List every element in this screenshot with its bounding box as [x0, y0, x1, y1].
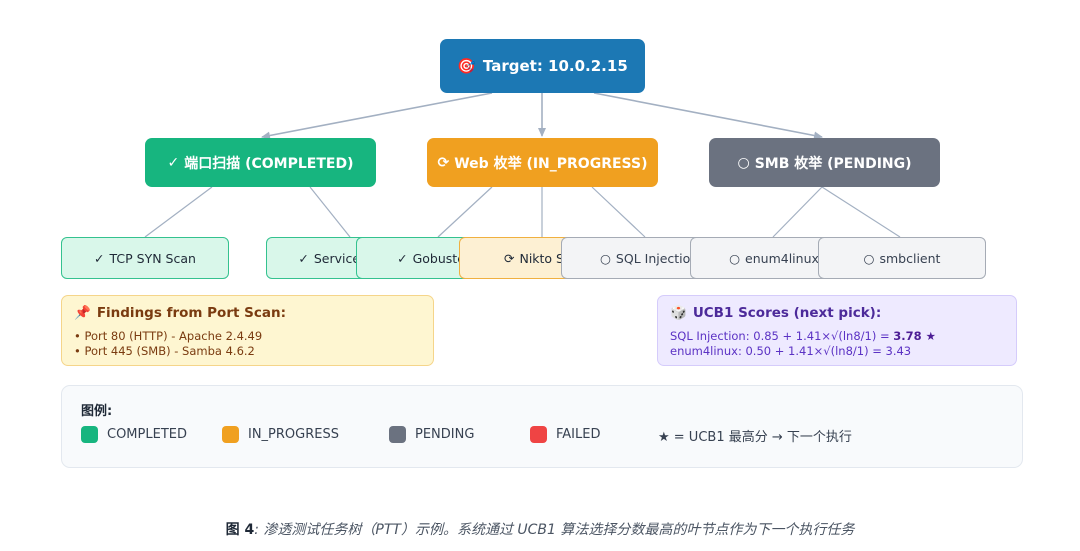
circle-icon: ○ — [863, 250, 875, 266]
legend-note: ★ = UCB1 最高分 → 下一个执行 — [658, 430, 852, 445]
circle-icon: ○ — [729, 250, 741, 266]
leaf-label: TCP SYN Scan — [109, 250, 196, 266]
leaf-label: smbclient — [879, 250, 941, 266]
root-node-label: Target: 10.0.2.15 — [482, 57, 628, 75]
leaf-label: enum4linux — [745, 250, 819, 266]
edge-port-leaf2 — [309, 186, 351, 238]
check-icon: ✓ — [298, 250, 309, 266]
legend-item-in-progress: IN_PROGRESS — [222, 426, 339, 443]
node-port-scan[interactable]: ✓ 端口扫描 (COMPLETED) — [145, 138, 376, 187]
node-smb-enum-label: SMB 枚举 (PENDING) — [754, 155, 912, 172]
figure-number: 图 4 — [225, 522, 255, 538]
pin-icon: 📌 — [74, 305, 91, 321]
legend-swatch — [389, 426, 406, 443]
ucb-score-sql: SQL Injection: 0.85 + 1.41×√(ln8/1) = 3.… — [670, 329, 936, 343]
findings-title: 📌Findings from Port Scan: — [74, 305, 286, 321]
legend-swatch — [81, 426, 98, 443]
finding-item: • Port 445 (SMB) - Samba 4.6.2 — [74, 344, 255, 358]
figure-caption-text: : 渗透测试任务树（PTT）示例。系统通过 UCB1 算法选择分数最高的叶节点作… — [254, 522, 855, 538]
node-port-scan-label: 端口扫描 (COMPLETED) — [184, 155, 354, 172]
target-icon: 🎯 — [457, 57, 476, 75]
ucb-best-score: 3.78 ★ — [893, 329, 936, 343]
legend-swatch — [222, 426, 239, 443]
edge-smb-leaf6 — [772, 186, 823, 238]
edge-web-leaf3 — [437, 186, 493, 238]
legend-item-pending: PENDING — [389, 426, 474, 443]
finding-item: • Port 80 (HTTP) - Apache 2.4.49 — [74, 329, 263, 343]
circle-icon: ○ — [737, 154, 750, 171]
refresh-icon: ⟳ — [503, 250, 515, 266]
legend-panel: 图例: COMPLETED IN_PROGRESS PENDING FAILED… — [61, 385, 1023, 468]
ucb-title: 🎲UCB1 Scores (next pick): — [670, 305, 882, 321]
edge-web-leaf5 — [591, 186, 646, 238]
edge-root-port — [261, 92, 493, 140]
legend-title: 图例: — [81, 404, 113, 419]
leaf-smbclient[interactable]: ○ smbclient — [818, 237, 986, 279]
leaf-tcp-syn-scan[interactable]: ✓ TCP SYN Scan — [61, 237, 229, 279]
edge-smb-leaf7 — [821, 186, 901, 238]
leaf-label: SQL Injection — [615, 250, 699, 266]
check-icon: ✓ — [94, 250, 105, 266]
legend-item-completed: COMPLETED — [81, 426, 187, 443]
node-web-enum-label: Web 枚举 (IN_PROGRESS) — [454, 155, 648, 172]
ucb-scores-panel: 🎲UCB1 Scores (next pick): SQL Injection:… — [657, 295, 1017, 366]
legend-item-failed: FAILED — [530, 426, 600, 443]
node-web-enum[interactable]: ⟳ Web 枚举 (IN_PROGRESS) — [427, 138, 658, 187]
check-icon: ✓ — [397, 250, 408, 266]
findings-panel: 📌Findings from Port Scan: • Port 80 (HTT… — [61, 295, 434, 366]
check-icon: ✓ — [167, 154, 180, 171]
leaf-label: Nikto S — [519, 250, 564, 266]
dice-icon: 🎲 — [670, 305, 687, 321]
figure-caption: 图 4: 渗透测试任务树（PTT）示例。系统通过 UCB1 算法选择分数最高的叶… — [0, 519, 1080, 539]
root-node-target[interactable]: 🎯 Target: 10.0.2.15 — [440, 39, 645, 93]
edge-root-smb — [593, 92, 823, 140]
leaf-label: Gobuste — [412, 250, 465, 266]
circle-icon: ○ — [600, 250, 611, 266]
refresh-icon: ⟳ — [437, 154, 450, 171]
ucb-score-enum4linux: enum4linux: 0.50 + 1.41×√(ln8/1) = 3.43 — [670, 344, 912, 358]
edge-port-leaf1 — [144, 186, 213, 238]
node-smb-enum[interactable]: ○ SMB 枚举 (PENDING) — [709, 138, 940, 187]
legend-swatch — [530, 426, 547, 443]
